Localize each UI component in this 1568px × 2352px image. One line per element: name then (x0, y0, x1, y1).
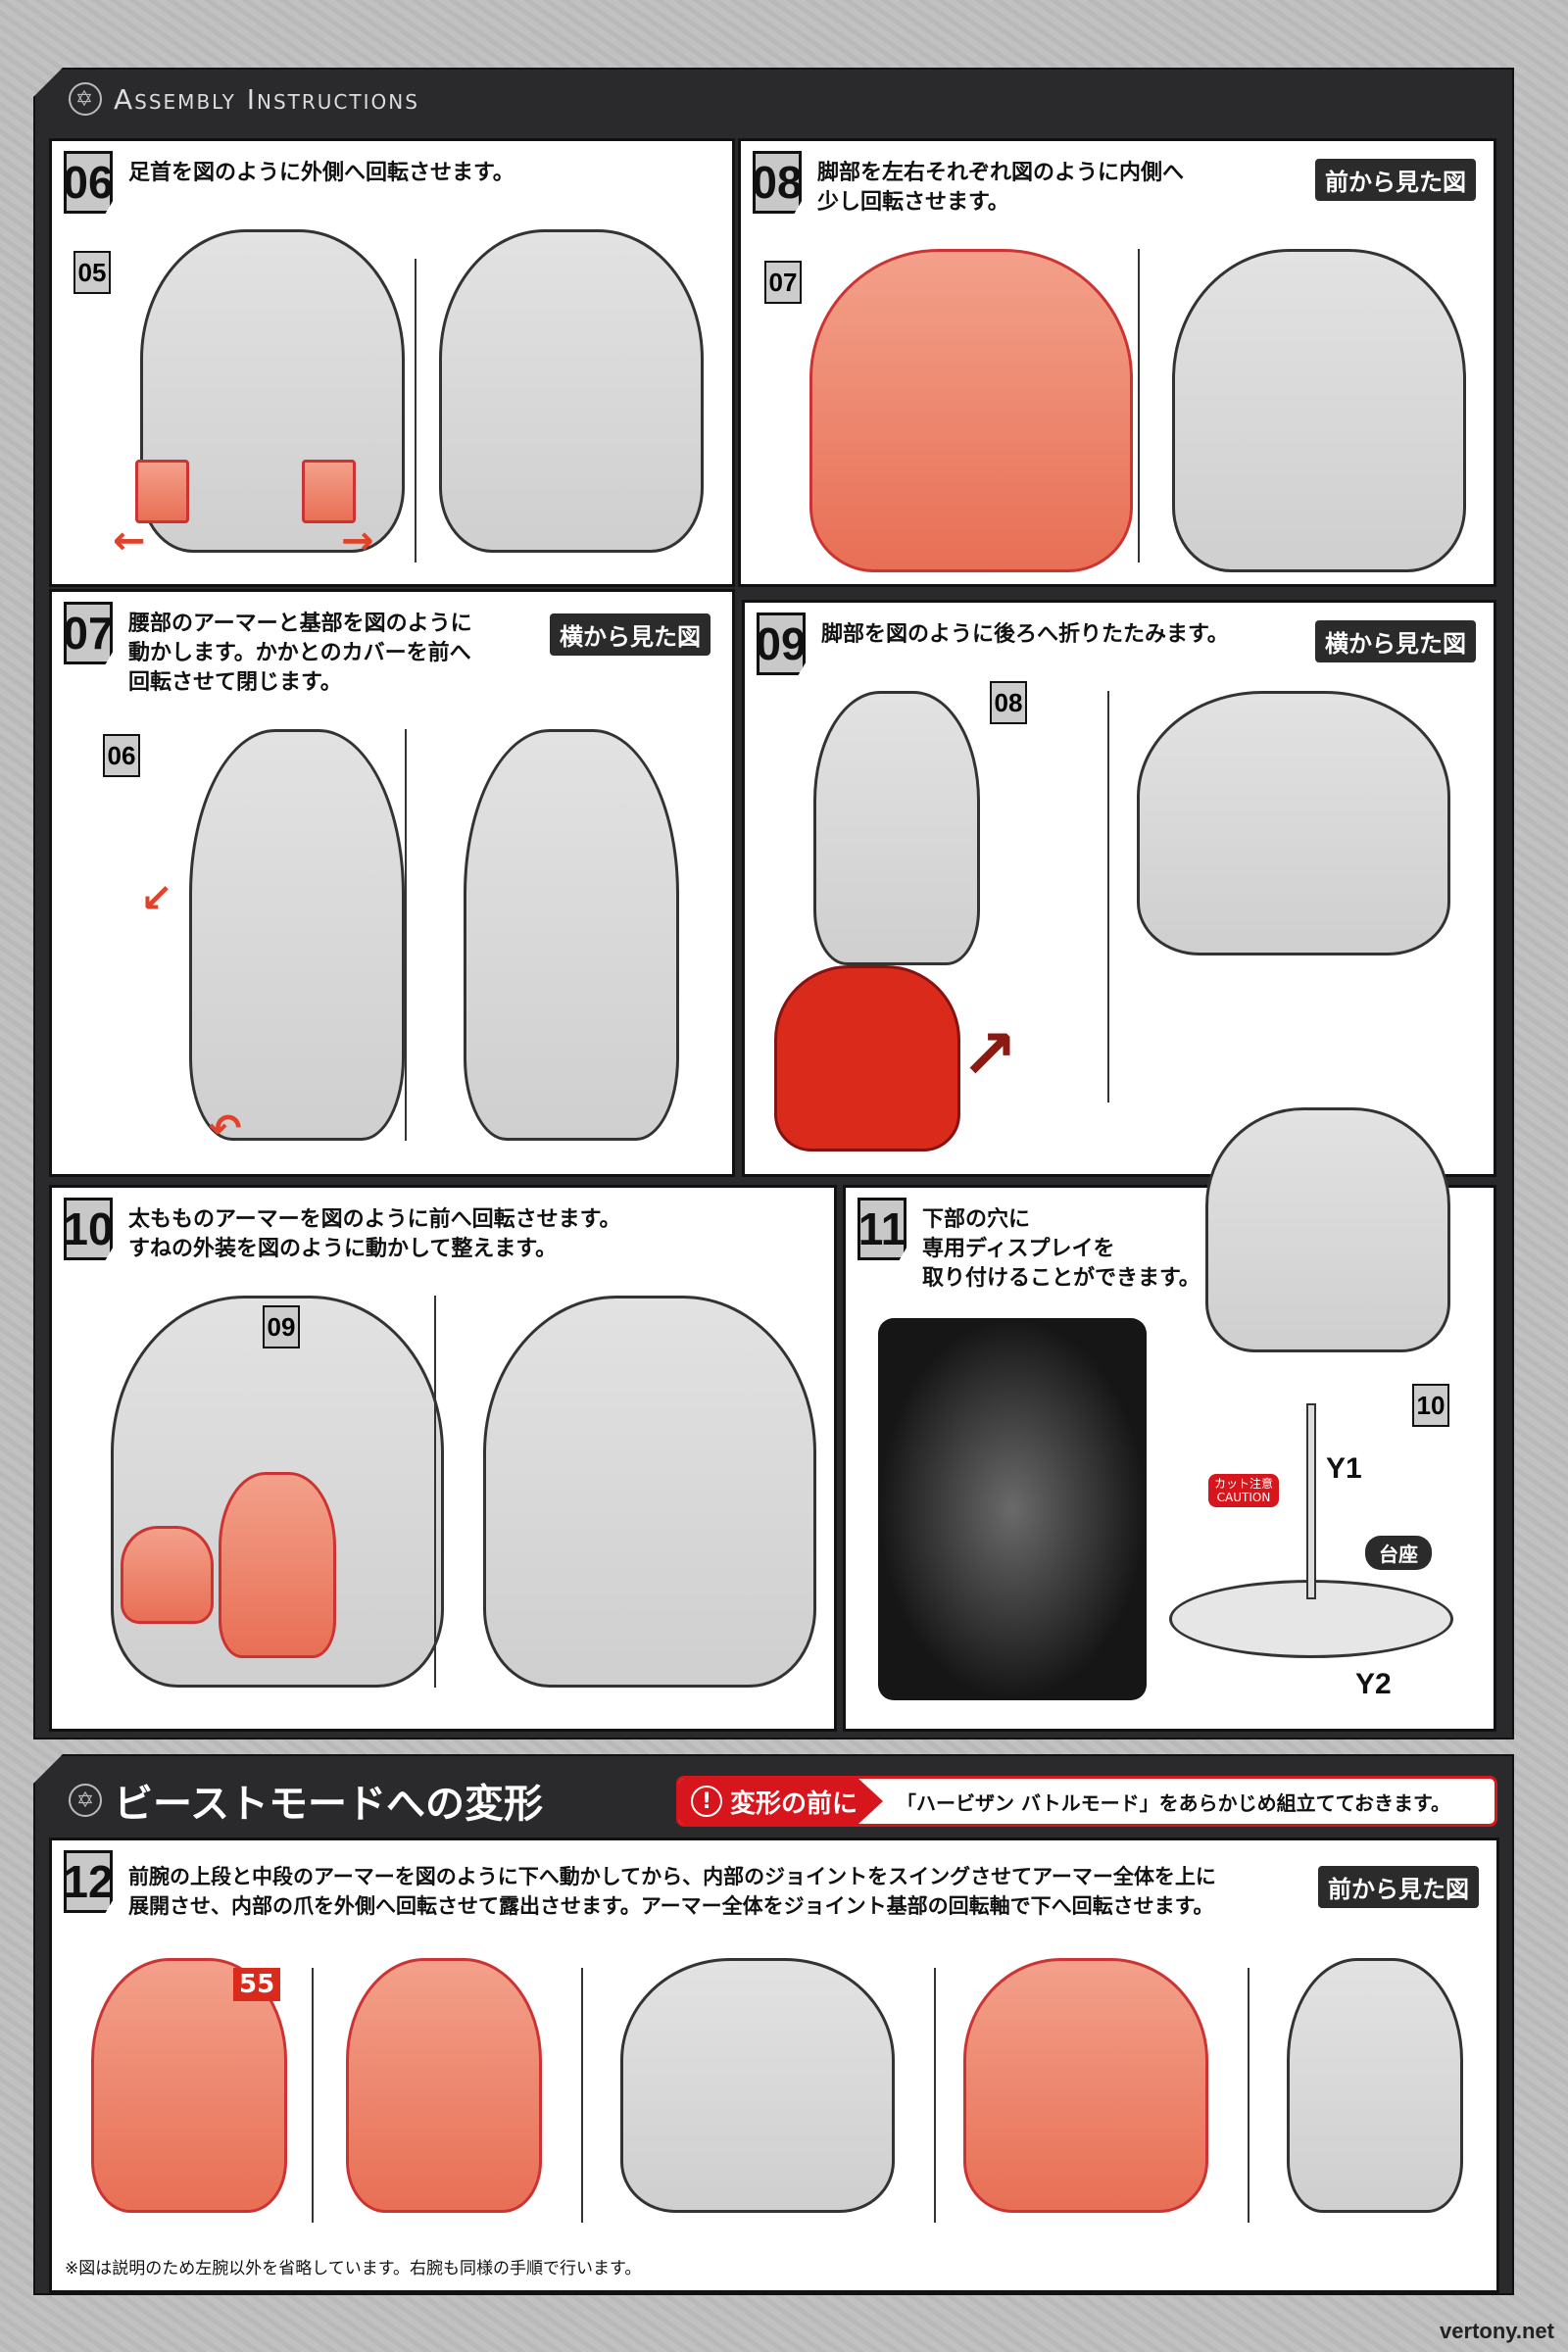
exclamation-icon: ! (691, 1786, 722, 1817)
step-text: 脚部を左右それぞれ図のように内側へ 少し回転させます。 (817, 161, 1185, 215)
part-y1-label: Y1 (1326, 1452, 1362, 1485)
section-title: Assembly Instructions (114, 82, 419, 116)
step-08-panel: 08 脚部を左右それぞれ図のように内側へ 少し回転させます。 前から見た図 07 (738, 138, 1496, 587)
view-label: 前から見た図 (1315, 159, 1476, 201)
leg-fold-after (1137, 691, 1450, 956)
ref-step-badge: 09 (263, 1305, 300, 1348)
arm-stage-5 (1287, 1958, 1463, 2213)
divider (1107, 691, 1109, 1102)
legs-illustration-after (439, 229, 704, 553)
divider (581, 1968, 583, 2223)
step-number: 08 (753, 151, 802, 214)
section-header: ✡ Assembly Instructions (69, 82, 419, 116)
footnote: ※図は説明のため左腕以外を省略しています。右腕も同様の手順で行います。 (65, 2259, 642, 2278)
beast-mode-title: ビーストモードへの変形 (114, 1782, 543, 1827)
step-text: 太もものアーマーを図のように前へ回転させます。 すねの外装を図のように動かして整… (128, 1207, 621, 1261)
ref-step-badge: 07 (764, 261, 802, 304)
caution-jp: カット注意 (1214, 1477, 1274, 1491)
part-y2-label: Y2 (1355, 1668, 1392, 1700)
thigh-armor-highlight (219, 1472, 336, 1658)
rotate-arrow-left: ← (113, 518, 146, 564)
step-12-panel: 12 前腕の上段と中段のアーマーを図のように下へ動かしてから、内部のジョイントを… (49, 1838, 1499, 2293)
leg-highlight (774, 965, 960, 1152)
step-09-panel: 09 脚部を図のように後ろへ折りたたみます。 横から見た図 08 ↗ (742, 600, 1496, 1177)
caution-en: CAUTION (1216, 1491, 1271, 1504)
step-number: 12 (64, 1850, 113, 1913)
thigh-after (483, 1296, 816, 1688)
leg-side-after (464, 729, 679, 1141)
step-number: 06 (64, 151, 113, 214)
arm-stage-3 (620, 1958, 895, 2213)
display-stand-pole (1306, 1403, 1316, 1599)
ref-step-badge: 55 (233, 1968, 281, 2001)
step-text: 足首を図のように外側へ回転させます。 (128, 161, 514, 185)
legs-highlight-before (809, 249, 1133, 572)
step-text: 下部の穴に 専用ディスプレイを 取り付けることができます。 (922, 1207, 1200, 1291)
divider (1248, 1968, 1250, 2223)
hexagram-icon: ✡ (69, 82, 102, 116)
step-text: 腰部のアーマーと基部を図のように 動かします。かかとのカバーを前へ 回転させて閉… (128, 612, 472, 695)
rotate-arrow: ↙ (140, 876, 173, 921)
step-07-panel: 07 腰部のアーマーと基部を図のように 動かします。かかとのカバーを前へ 回転さ… (49, 589, 735, 1177)
divider (312, 1968, 314, 2223)
step-number: 09 (757, 612, 806, 675)
watermark: vertony.net (1440, 2319, 1554, 2343)
shin-armor-highlight (121, 1526, 214, 1624)
divider (934, 1968, 936, 2223)
divider (405, 729, 407, 1141)
arm-stage-2 (346, 1958, 542, 2213)
beast-mode-header: ✡ ビーストモードへの変形 (69, 1772, 543, 1829)
foot-highlight-right (302, 460, 356, 523)
step-number: 11 (858, 1198, 906, 1260)
base-label: 台座 (1365, 1536, 1432, 1570)
step-text: 脚部を図のように後ろへ折りたたみます。 (821, 622, 1229, 647)
divider (1138, 249, 1140, 563)
view-label: 横から見た図 (1315, 620, 1476, 662)
step-06-panel: 06 足首を図のように外側へ回転させます。 05 ← → (49, 138, 735, 587)
legs-illustration-after (1172, 249, 1466, 572)
before-transform-notice: ! 変形の前に 「ハービザン バトルモード」をあらかじめ組立てておきます。 (676, 1776, 1497, 1827)
divider (434, 1296, 436, 1688)
notice-text: 「ハービザン バトルモード」をあらかじめ組立てておきます。 (897, 1790, 1450, 1815)
leg-side-before (189, 729, 405, 1141)
view-label: 横から見た図 (550, 613, 710, 656)
divider (415, 259, 416, 563)
arm-stage-4 (963, 1958, 1208, 2213)
view-label: 前から見た図 (1318, 1866, 1479, 1908)
foot-highlight-left (135, 460, 189, 523)
notice-label: ! 変形の前に (679, 1779, 884, 1824)
ref-step-badge: 08 (990, 681, 1027, 724)
rotate-arrow-heel: ↶ (209, 1106, 242, 1152)
hexagram-icon: ✡ (69, 1784, 102, 1817)
notice-label-text: 変形の前に (730, 1788, 858, 1819)
step-number: 10 (64, 1198, 113, 1260)
fold-arrow: ↗ (960, 1014, 1018, 1095)
step-text: 前腕の上段と中段のアーマーを図のように下へ動かしてから、内部のジョイントをスイン… (128, 1865, 1216, 1918)
rotate-arrow-right: → (341, 518, 374, 564)
display-photo (878, 1318, 1147, 1700)
ref-step-badge: 06 (103, 734, 140, 777)
step-number: 07 (64, 602, 113, 664)
step-10-panel: 10 太もものアーマーを図のように前へ回転させます。 すねの外装を図のように動か… (49, 1185, 837, 1732)
model-head-illustration (1205, 1107, 1450, 1352)
ref-step-badge: 10 (1412, 1384, 1449, 1427)
ref-step-badge: 05 (74, 251, 111, 294)
leg-fold-before (813, 691, 980, 965)
